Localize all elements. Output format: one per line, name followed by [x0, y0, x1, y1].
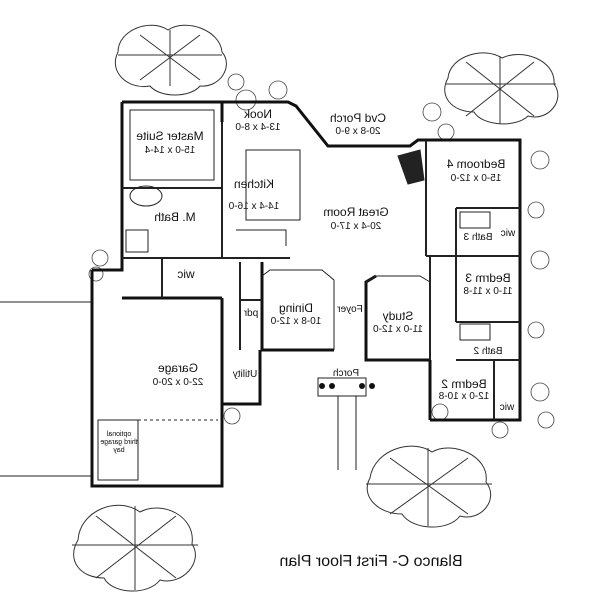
room-name: Bath 2: [473, 346, 502, 357]
room-bedrm3: Bedrm 3 11-0 x 11-8: [463, 271, 513, 297]
room-wic-bed2: wic: [500, 402, 515, 413]
room-dims: 11-0 x 12-0: [373, 324, 423, 335]
room-mbath: M. Bath: [154, 210, 195, 224]
room-wic-bed4: wic: [501, 228, 516, 239]
room-porch: Porch: [333, 368, 359, 379]
room-dims: 20-4 x 17-0: [330, 221, 381, 232]
room-cvd-porch: Cvd Porch 20-8 x 9-0: [330, 111, 386, 137]
room-master: Master Suite 15-0 x 14-4: [136, 129, 204, 156]
plan-title: Blanco C- First Floor Plan: [279, 553, 462, 570]
note-line: optional: [106, 431, 131, 438]
tree-top-left: [114, 24, 227, 96]
room-name: Bedroom 4: [446, 157, 505, 171]
shrub: [530, 382, 550, 402]
garage-optional-note: optional third garage bay: [100, 431, 137, 454]
shrub: [527, 201, 545, 219]
room-name: Foyer: [337, 304, 363, 315]
shrub: [88, 266, 104, 282]
room-pdr: pdr: [243, 308, 258, 319]
room-dims: 12-0 x 10-8: [438, 391, 489, 402]
plan-title-text: Blanco C- First Floor Plan: [279, 553, 462, 570]
shrub: [530, 150, 550, 170]
room-name: Bath 3: [463, 232, 492, 243]
room-name: Great Room: [323, 205, 388, 219]
shrub: [227, 73, 245, 91]
room-dims: 10-8 x 12-0: [270, 316, 321, 327]
room-dims: 13-4 x 8-0: [235, 122, 280, 133]
shrub: [537, 411, 555, 429]
column: [329, 383, 335, 389]
room-name: Cvd Porch: [330, 111, 386, 125]
exterior-walls: [90, 100, 522, 488]
room-foyer: Foyer: [337, 304, 363, 315]
room-kitchen: Kitchen 14-4 x 16-0: [228, 177, 279, 212]
room-dims: 20-8 x 9-0: [335, 126, 380, 137]
note-line: bay: [113, 447, 125, 454]
interior-walls: [97, 109, 520, 481]
room-name: Nook: [243, 107, 272, 121]
landscape-trees: [72, 24, 559, 592]
room-name: Master Suite: [136, 129, 204, 143]
tree-bottom-left: [72, 504, 198, 592]
room-bath2: Bath 2: [473, 346, 502, 357]
shrub: [268, 80, 288, 100]
room-name: Bedrm 3: [465, 271, 511, 285]
tree-bottom-right: [366, 445, 492, 528]
room-dims: 15-0 x 14-4: [144, 145, 195, 156]
room-name: wic: [177, 267, 195, 281]
room-name: Bedrm 2: [441, 377, 487, 391]
room-name: Kitchen: [234, 177, 274, 191]
room-name: pdr: [243, 308, 258, 319]
shrub: [431, 403, 449, 421]
room-name: Utility: [233, 369, 257, 380]
room-name: wic: [501, 228, 516, 239]
room-nook: Nook 13-4 x 8-0: [235, 107, 280, 133]
room-great: Great Room 20-4 x 17-0: [323, 205, 388, 232]
room-bedroom4: Bedroom 4 15-0 x 12-0: [446, 157, 505, 184]
room-name: M. Bath: [154, 210, 195, 224]
room-utility: Utility: [233, 369, 257, 380]
room-dining: Dining 10-8 x 12-0: [270, 301, 321, 327]
room-study: Study 11-0 x 12-0: [373, 309, 423, 335]
room-bath3: Bath 3: [463, 232, 492, 243]
tree-top-right: [444, 52, 559, 125]
room-dims: 11-0 x 11-8: [463, 286, 513, 297]
room-dims: 15-0 x 12-0: [450, 173, 501, 184]
shrub: [527, 321, 545, 339]
room-name: Garage: [158, 361, 198, 375]
room-dims: 14-4 x 16-0: [228, 201, 279, 212]
note-line: third garage: [100, 439, 137, 446]
driveway: [0, 301, 92, 477]
room-labels: Master Suite 15-0 x 14-4 Nook 13-4 x 8-0…: [100, 107, 516, 454]
column: [369, 383, 375, 389]
shrub: [223, 407, 241, 425]
landscape-shrubs: [88, 73, 555, 439]
room-wic-master: wic: [177, 267, 195, 281]
porch-columns: [319, 383, 375, 389]
shrub: [422, 102, 442, 122]
shrub: [91, 249, 109, 267]
room-bedrm2: Bedrm 2 12-0 x 10-8: [438, 377, 489, 402]
shrub: [235, 89, 257, 111]
shrub: [491, 421, 509, 439]
column: [359, 383, 365, 389]
room-name: Dining: [279, 301, 313, 315]
room-dims: 22-0 x 20-0: [152, 377, 203, 388]
shrub: [530, 250, 550, 270]
room-name: wic: [500, 402, 515, 413]
column: [319, 383, 325, 389]
room-name: Study: [383, 309, 414, 323]
room-garage: Garage 22-0 x 20-0: [152, 361, 203, 388]
shrub: [437, 123, 455, 141]
room-name: Porch: [333, 368, 359, 379]
